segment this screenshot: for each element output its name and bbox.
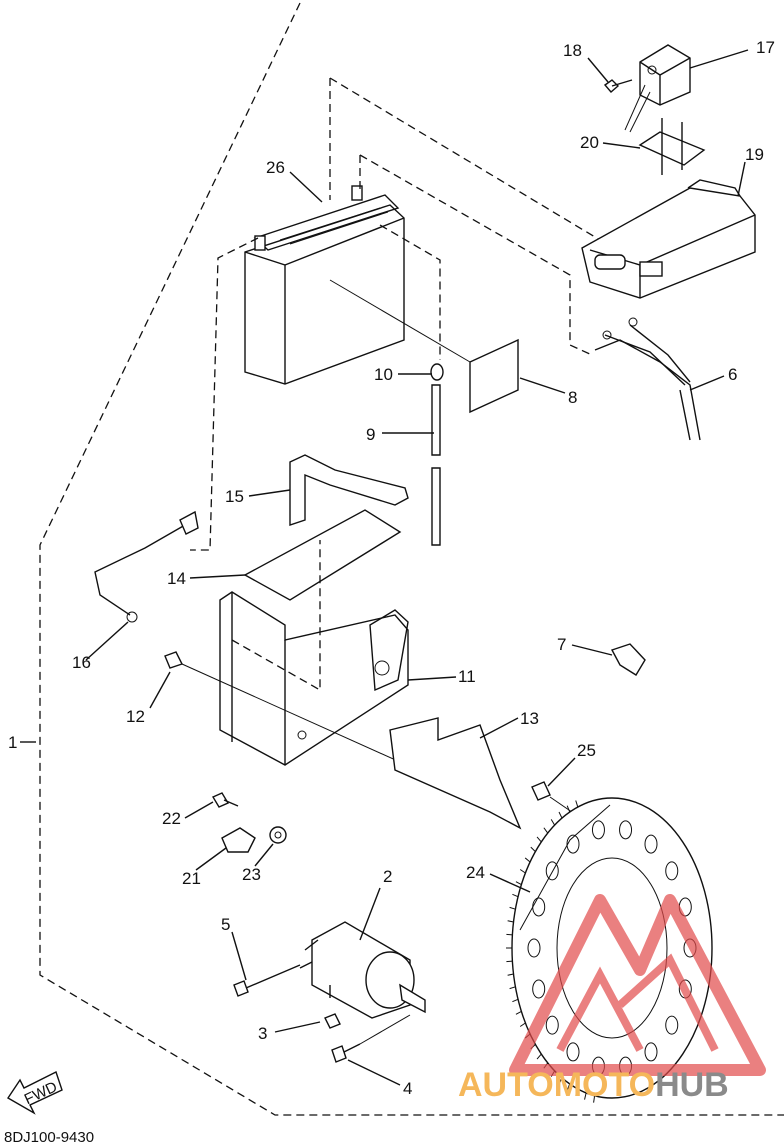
rotor-hole: [566, 1042, 580, 1062]
breather-hose: [430, 363, 444, 546]
wire-harness: [594, 317, 701, 441]
rotor-tooth: [515, 881, 522, 886]
rectifier-regulator: [581, 179, 756, 299]
bolt-18: [603, 79, 633, 93]
rotor-tooth: [507, 920, 514, 923]
callout-10: 10: [374, 365, 393, 384]
rotor-tooth: [507, 973, 514, 976]
starter-relay: [624, 44, 691, 133]
rotor-tooth: [512, 998, 519, 1003]
rotor-hole: [665, 861, 679, 881]
rubber-sheet: [243, 509, 402, 601]
rotor-tooth: [536, 1053, 542, 1060]
battery: [244, 185, 405, 385]
callout-26: 26: [266, 158, 285, 177]
watermark-text: AUTOMOTOHUB: [458, 1066, 729, 1104]
rotor-tooth: [519, 1022, 526, 1027]
clamp-7: [610, 643, 646, 676]
callout-2: 2: [383, 867, 392, 886]
rotor-tooth: [566, 1083, 571, 1091]
cover-13: [389, 717, 522, 830]
callout-11: 11: [458, 667, 476, 686]
ground-cable: [94, 510, 199, 623]
relay-bracket-20: [638, 118, 706, 175]
callout-9: 9: [366, 425, 375, 444]
plate-8: [469, 338, 519, 414]
rotor-hole: [665, 1015, 679, 1035]
rotor-hole: [566, 834, 580, 854]
rotor-tooth: [509, 906, 516, 910]
rotor-hole: [545, 1015, 559, 1035]
rotor-tooth: [575, 800, 579, 808]
callout-8: 8: [568, 388, 577, 407]
callout-4: 4: [403, 1079, 412, 1098]
rotor-hole: [644, 1042, 658, 1062]
rotor-tooth: [506, 933, 513, 936]
rotor-tooth: [512, 893, 519, 898]
rotor-tooth: [524, 857, 531, 863]
rotor-tooth: [593, 1095, 596, 1103]
rotor-hole: [532, 979, 546, 999]
rotor-tooth: [584, 1092, 587, 1100]
bolt-22: [211, 792, 239, 808]
rotor-tooth: [566, 805, 571, 813]
nut-3: [324, 1013, 341, 1029]
rotor-tooth: [515, 1010, 522, 1015]
bolt-4: [331, 1014, 411, 1063]
callout-17: 17: [756, 38, 775, 57]
callout-20: 20: [580, 133, 599, 152]
rotor-hole: [644, 834, 658, 854]
diagram-code: 8DJ100-9430: [4, 1129, 94, 1146]
nut-23: [269, 826, 287, 844]
callout-18: 18: [563, 41, 582, 60]
callout-3: 3: [258, 1024, 267, 1043]
assembly-outline: [39, 2, 784, 1116]
battery-box: [219, 540, 409, 766]
rotor-hole: [532, 897, 546, 917]
watermark: [509, 894, 766, 1076]
rotor-tooth: [558, 811, 563, 819]
rotor-tooth: [519, 869, 526, 874]
callout-25: 25: [577, 741, 596, 760]
rotor-tooth: [558, 1077, 563, 1085]
callout-21: 21: [182, 869, 201, 888]
rotor-tooth: [509, 986, 516, 990]
rotor-hole: [591, 820, 605, 840]
callout-24: 24: [466, 863, 485, 882]
rotor-tooth: [536, 836, 542, 843]
rotor-tooth: [530, 846, 536, 852]
callout-15: 15: [225, 487, 244, 506]
rotor-hole: [545, 861, 559, 881]
watermark-part1: AUTOMOTO: [458, 1066, 655, 1104]
callout-23: 23: [242, 865, 261, 884]
watermark-part2: HUB: [655, 1066, 729, 1104]
callout-22: 22: [162, 809, 181, 828]
callout-7: 7: [557, 635, 566, 654]
callout-13: 13: [520, 709, 539, 728]
rotor-tooth: [506, 960, 513, 963]
leader-lines: [20, 49, 749, 1086]
callout-16: 16: [72, 653, 91, 672]
callout-1: 1: [8, 733, 17, 752]
callout-5: 5: [221, 915, 230, 934]
callout-19: 19: [745, 145, 764, 164]
callout-6: 6: [728, 365, 737, 384]
callout-14: 14: [167, 569, 186, 588]
fwd-arrow: FWD: [7, 1071, 63, 1115]
rotor-disc: [506, 797, 713, 1103]
battery-band: [289, 454, 409, 526]
bolt-5: [233, 964, 301, 997]
rotor-hole: [527, 938, 541, 958]
callout-12: 12: [126, 707, 145, 726]
rotor-tooth: [575, 1088, 579, 1096]
starter-motor: [299, 921, 426, 1019]
rotor-tooth: [550, 819, 556, 826]
rotor-hole: [619, 820, 633, 840]
callouts: 1 2 3 4 5 6 7 8 9 10 11 12 13 14 15 16 1…: [8, 38, 775, 1098]
clamp-21: [221, 827, 256, 853]
rotor-tooth: [543, 827, 549, 834]
